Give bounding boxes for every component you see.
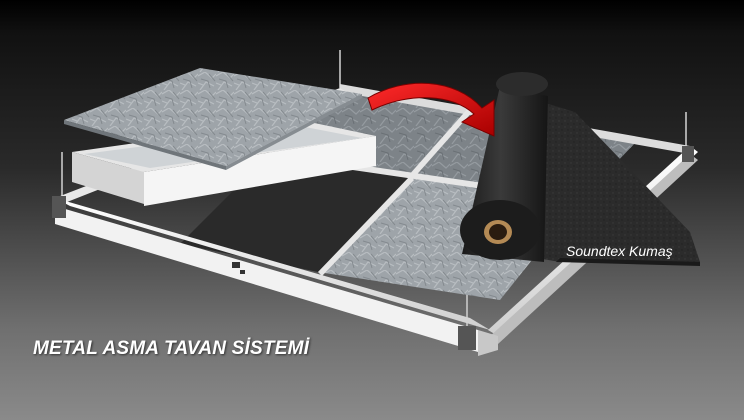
curved-arrow-icon (367, 82, 495, 137)
fabric-roll (460, 72, 548, 262)
top-panel (64, 68, 362, 170)
image-caption: METAL ASMA TAVAN SİSTEMİ (33, 338, 310, 359)
fabric-label: Soundtex Kumaş (566, 243, 673, 259)
